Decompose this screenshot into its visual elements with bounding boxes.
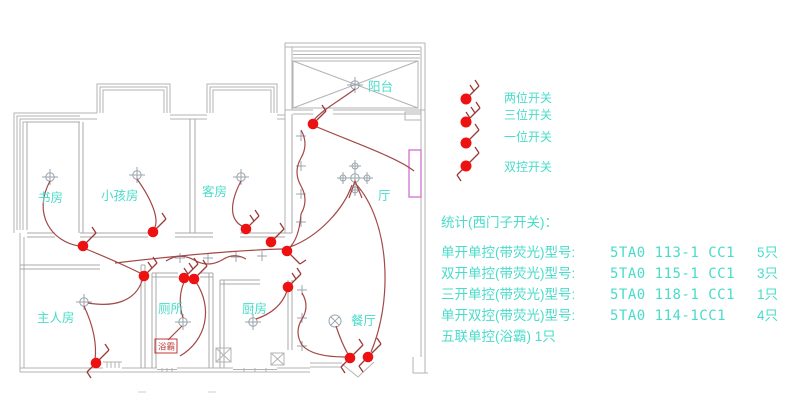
light-balcony bbox=[346, 76, 364, 94]
light-guest bbox=[232, 168, 250, 186]
interior-walls-lower bbox=[20, 264, 293, 368]
walls bbox=[13, 42, 428, 393]
legend-one-gang-icon bbox=[460, 137, 472, 149]
columns bbox=[215, 347, 285, 366]
label-hall: 厅 bbox=[378, 189, 391, 203]
dining-wall bbox=[310, 357, 428, 378]
label-toilet: 厕所 bbox=[158, 302, 183, 316]
label-kids: 小孩房 bbox=[101, 188, 139, 203]
outer-walls bbox=[13, 42, 426, 373]
stats-row-3-model: 5TA0 118-1 CC1 bbox=[610, 287, 735, 303]
light-kitchen bbox=[244, 313, 262, 331]
bay-windows bbox=[96, 83, 278, 113]
label-kitchen: 厨房 bbox=[242, 301, 267, 316]
stats-row-5-label: 五联单控(浴霸) 1只 bbox=[441, 329, 556, 344]
legend-two-gang-label: 两位开关 bbox=[504, 90, 552, 105]
legend-three-gang-label: 三位开关 bbox=[504, 107, 552, 122]
switch-dot-kids bbox=[147, 226, 159, 238]
legend-three-gang-icon bbox=[460, 116, 472, 128]
stats-title: 统计(西门子开关)： bbox=[441, 215, 558, 230]
label-master: 主人房 bbox=[37, 310, 75, 325]
corridor-wall bbox=[27, 232, 292, 238]
label-study: 书房 bbox=[38, 190, 63, 205]
light-study bbox=[41, 168, 59, 186]
label-dining: 餐厅 bbox=[351, 313, 376, 328]
stats-row-4-qty: 4只 bbox=[757, 308, 778, 323]
switch-dot-balcony bbox=[307, 118, 319, 130]
stats-row-2-model: 5TA0 115-1 CC1 bbox=[610, 266, 735, 282]
stats-row-1-qty: 5只 bbox=[757, 245, 778, 260]
legend-one-gang-label: 一位开关 bbox=[504, 129, 552, 144]
wiring bbox=[42, 88, 415, 361]
light-kids bbox=[128, 166, 146, 184]
room-labels: 书房 小孩房 客房 阳台 厅 主人房 厕所 厨房 餐厅 浴霸 bbox=[37, 79, 393, 354]
label-guest: 客房 bbox=[202, 184, 227, 199]
legend-two-way-label: 双控开关 bbox=[504, 160, 552, 174]
switch-dot-dining-1 bbox=[344, 352, 356, 364]
legend: 两位开关 三位开关 一位开关 双控开关 bbox=[456, 79, 552, 182]
switch-dot-toilet-2 bbox=[188, 273, 200, 285]
light-master bbox=[75, 293, 93, 311]
chandelier-hall bbox=[336, 159, 374, 197]
switch-dot-kitchen bbox=[282, 281, 294, 293]
light-dining bbox=[328, 314, 342, 328]
switch-dot-dining-2 bbox=[362, 351, 374, 363]
hall-door-frame bbox=[408, 149, 422, 198]
switch-dot-master-bed bbox=[90, 357, 102, 369]
bath-heater-box bbox=[154, 338, 178, 354]
ceiling-lights bbox=[41, 76, 374, 352]
stats-row-2-label: 双开单控(带荧光)型号: bbox=[441, 266, 575, 281]
stats-row-1-label: 单开单控(带荧光)型号: bbox=[441, 245, 575, 260]
label-bath-heater: 浴霸 bbox=[158, 342, 175, 352]
switches bbox=[77, 104, 382, 379]
switch-dot-corridor-1 bbox=[265, 236, 277, 248]
switch-dot-corridor-2 bbox=[281, 245, 293, 257]
top-wall bbox=[80, 112, 285, 120]
stats-row-3-label: 三开单控(带荧光)型号: bbox=[441, 287, 575, 302]
legend-two-way-icon bbox=[460, 160, 472, 172]
stats-row-2-qty: 3只 bbox=[757, 266, 778, 281]
stats-row-3-qty: 1只 bbox=[757, 287, 778, 302]
switch-dot-study bbox=[77, 240, 89, 252]
statistics: 统计(西门子开关)： 单开单控(带荧光)型号: 5TA0 113-1 CC1 5… bbox=[441, 215, 778, 344]
balcony-structure bbox=[285, 50, 425, 121]
interior-walls-upper bbox=[26, 114, 293, 233]
switch-dot-guest bbox=[240, 223, 252, 235]
legend-two-gang-icon bbox=[460, 93, 472, 105]
label-balcony: 阳台 bbox=[368, 79, 393, 94]
stats-row-4-label: 单开双控(带荧光)型号: bbox=[441, 308, 575, 323]
switch-dot-toilet-1 bbox=[178, 272, 190, 284]
stats-row-4-model: 5TA0 114-1CC1 bbox=[610, 308, 726, 324]
bottom-wall bbox=[20, 361, 310, 372]
switch-dot-master-door bbox=[138, 270, 150, 282]
stats-row-1-model: 5TA0 113-1 CC1 bbox=[610, 245, 735, 261]
